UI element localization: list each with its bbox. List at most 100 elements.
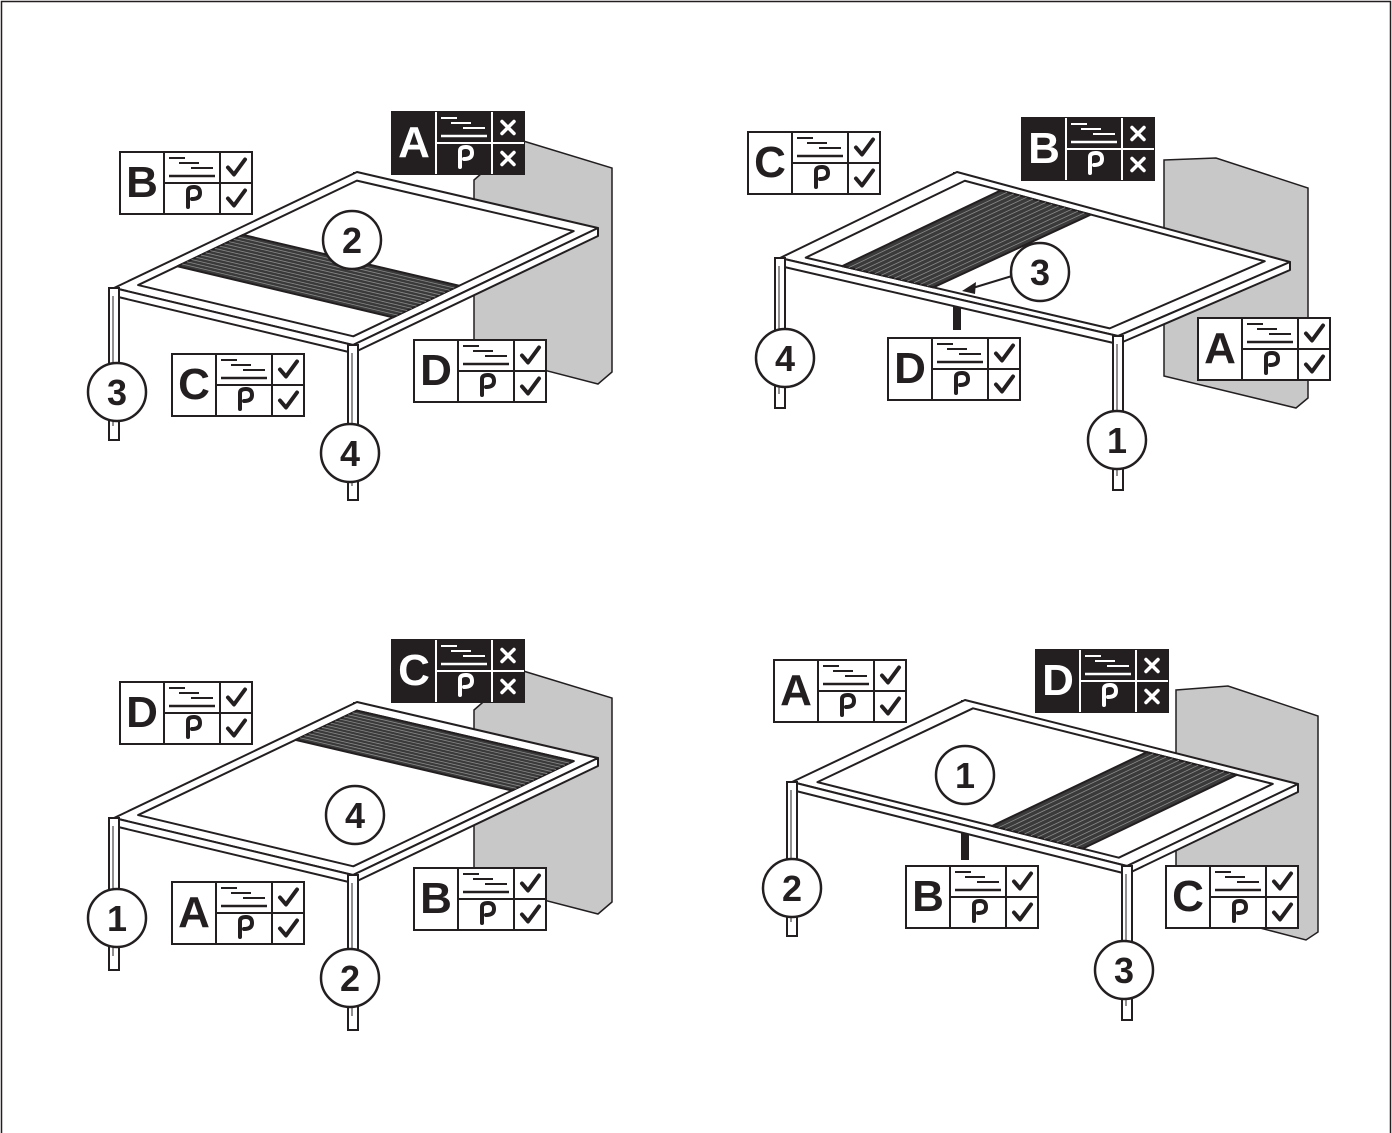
louver-slat xyxy=(900,205,1059,281)
side-label-c: C xyxy=(171,353,305,417)
post-number: 4 xyxy=(345,795,365,836)
louver-slats-icon xyxy=(1215,871,1261,892)
side-letter: D xyxy=(126,688,158,737)
hand-crank-icon xyxy=(480,372,497,397)
callout-circle xyxy=(321,209,383,271)
checkmark-icon xyxy=(1304,323,1325,343)
louver-slat xyxy=(348,714,565,766)
louver-slats-icon xyxy=(823,665,869,686)
post-number-callout: 1 xyxy=(86,887,148,949)
crank-handle xyxy=(238,914,255,939)
louver-slat xyxy=(848,191,1008,268)
post-number: 1 xyxy=(955,755,975,796)
side-label-d: D xyxy=(119,681,253,745)
crank-handle xyxy=(840,692,857,717)
side-label-b: B xyxy=(119,151,253,215)
louver-slat xyxy=(894,203,1053,279)
crank-handle xyxy=(954,370,971,395)
side-label-c: C xyxy=(391,639,525,703)
post-number-callout: 3 xyxy=(1093,939,1155,1001)
checkmark-icon xyxy=(278,887,299,907)
louver-slat xyxy=(1076,772,1231,848)
side-letter: C xyxy=(178,360,210,409)
crank-handle xyxy=(1232,898,1249,923)
hand-crank-icon xyxy=(954,370,971,395)
crank-handle xyxy=(186,184,203,209)
crank-handle xyxy=(1102,682,1119,707)
callout-circle xyxy=(1086,409,1148,471)
hand-crank-icon xyxy=(1102,682,1119,707)
checkmark-icon xyxy=(1012,902,1033,922)
checkmark-icon xyxy=(278,918,299,938)
checkmark-icon xyxy=(520,904,541,924)
checkmark-icon xyxy=(520,376,541,396)
louver-slat xyxy=(196,256,412,309)
side-label-a: A xyxy=(1197,317,1331,381)
post-number: 3 xyxy=(107,372,127,413)
side-label-a: A xyxy=(171,881,305,945)
side-letter: B xyxy=(420,874,452,923)
louver-slat xyxy=(308,733,526,785)
hand-crank-icon xyxy=(972,898,989,923)
post-number-callout: 1 xyxy=(934,744,996,806)
louver-slat xyxy=(887,202,1046,278)
hand-crank-icon xyxy=(1264,350,1281,375)
side-letter: A xyxy=(780,666,812,715)
cross-icon xyxy=(500,678,516,695)
louver-slat xyxy=(1004,755,1160,830)
louver-slat xyxy=(874,198,1034,275)
post-number: 1 xyxy=(1107,420,1127,461)
hand-crank-icon xyxy=(1088,150,1105,175)
checkmark-icon xyxy=(994,374,1015,394)
checkmark-icon xyxy=(226,188,247,208)
louver-slats-icon xyxy=(955,871,1001,892)
front-post xyxy=(347,344,359,501)
louver-slat xyxy=(920,210,1079,285)
side-letter: B xyxy=(912,872,944,921)
post-number-callout: 2 xyxy=(319,947,381,1009)
crank-handle xyxy=(238,386,255,411)
cross-icon xyxy=(500,119,516,136)
post-number: 2 xyxy=(340,958,360,999)
louver-slat xyxy=(317,729,535,781)
side-letter: A xyxy=(398,118,430,167)
checkmark-icon xyxy=(880,665,901,685)
louver-slats-icon xyxy=(1071,123,1117,144)
panel-bottom-left: 4 1 2 C D A B xyxy=(86,639,613,1031)
louver-slat xyxy=(339,718,557,770)
louver-slat xyxy=(326,724,543,777)
side-letter: C xyxy=(1172,872,1204,921)
louver-slats-icon xyxy=(463,345,509,366)
louver-slat xyxy=(1043,764,1199,840)
post-number-callout: 4 xyxy=(754,327,816,389)
callout-circle xyxy=(761,857,823,919)
side-letter: C xyxy=(398,646,430,695)
hand-crank-icon xyxy=(814,164,831,189)
louver-slats-icon xyxy=(169,687,215,708)
crank-handle xyxy=(972,898,989,923)
callout-circle xyxy=(319,422,381,484)
louver-slats-icon xyxy=(463,873,509,894)
checkmark-icon xyxy=(226,718,247,738)
side-label-a: A xyxy=(391,111,525,175)
checkmark-icon xyxy=(880,696,901,716)
arrow-head xyxy=(962,282,976,294)
louver-slat xyxy=(200,254,417,307)
louver-slat xyxy=(313,731,530,783)
side-letter: B xyxy=(1028,124,1060,173)
louver-slat xyxy=(219,245,436,298)
post-number-callout: 3 xyxy=(86,361,148,423)
post-number-callout: 3 xyxy=(1009,241,1071,303)
hand-crank-icon xyxy=(840,692,857,717)
louver-slat xyxy=(343,716,561,768)
crank-handle xyxy=(814,164,831,189)
louver-slat xyxy=(228,241,446,293)
louver-slat xyxy=(913,209,1072,284)
callout-circle xyxy=(86,361,148,423)
side-label-c: C xyxy=(747,131,881,195)
louver-slat xyxy=(907,207,1066,282)
side-label-b: B xyxy=(905,865,1039,929)
louver-slat xyxy=(299,737,517,789)
